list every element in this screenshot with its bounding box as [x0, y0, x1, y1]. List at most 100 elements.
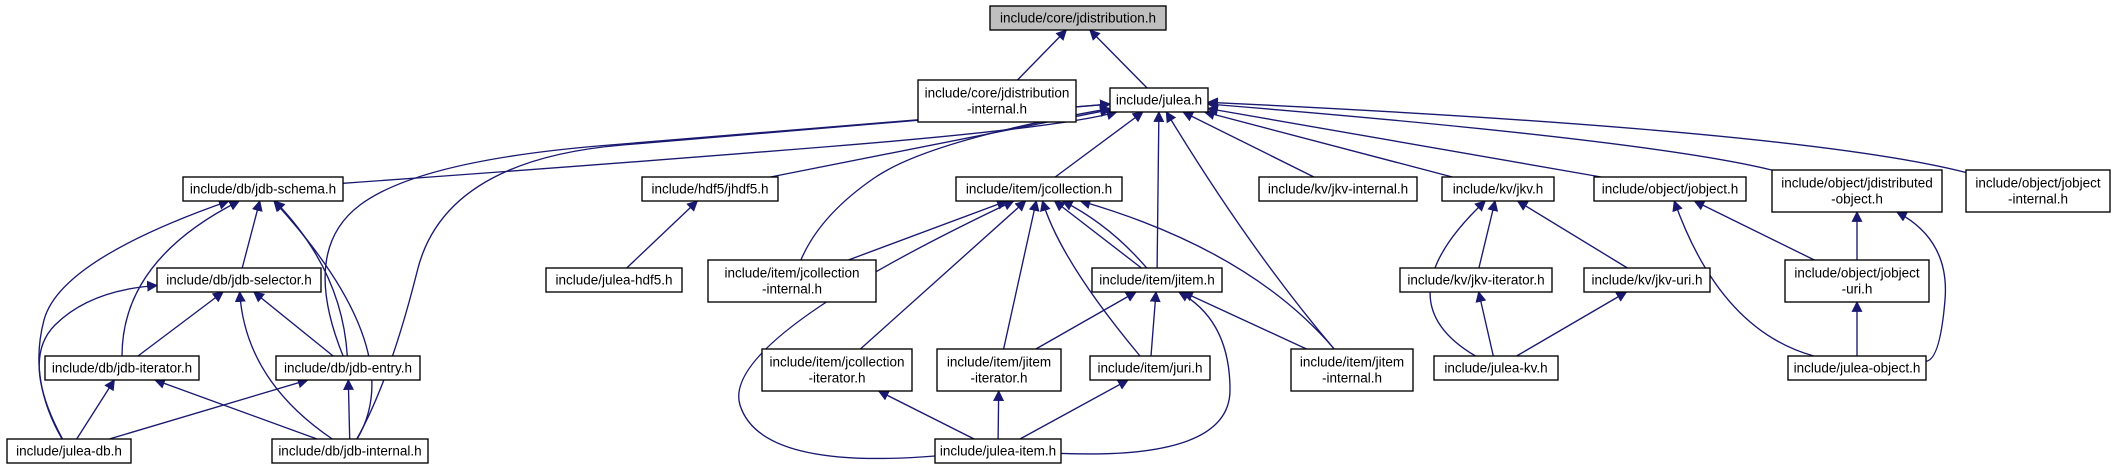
- node-box: [1433, 355, 1559, 381]
- node-jitem-iterator[interactable]: include/item/jitem-iterator.h: [936, 348, 1062, 392]
- node-jdb-selector[interactable]: include/db/jdb-selector.h: [156, 267, 322, 293]
- node-jobject-uri[interactable]: include/object/jobject-uri.h: [1784, 259, 1930, 303]
- node-label: include/object/jdistributed: [1781, 176, 1933, 191]
- node-jkv[interactable]: include/kv/jkv.h: [1441, 176, 1555, 202]
- node-label: -internal.h: [762, 282, 822, 297]
- node-jitem-internal[interactable]: include/item/jitem-internal.h: [1290, 348, 1414, 392]
- edge-julea-item-to-jitem-iterator: [993, 389, 1005, 440]
- node-julea-hdf5[interactable]: include/julea-hdf5.h: [545, 267, 683, 293]
- node-box: [271, 438, 429, 464]
- node-jcollection[interactable]: include/item/jcollection.h: [955, 176, 1123, 202]
- edge-juri-to-jcollection: [1040, 199, 1141, 357]
- node-julea-db[interactable]: include/julea-db.h: [6, 438, 132, 464]
- node-julea-item[interactable]: include/julea-item.h: [934, 438, 1062, 464]
- node-jdistribution-internal[interactable]: include/core/jdistribution-internal.h: [917, 79, 1077, 123]
- node-juri[interactable]: include/item/juri.h: [1089, 355, 1211, 381]
- node-label: -uri.h: [1842, 282, 1873, 297]
- edge-jkv-iterator-to-jkv: [1478, 199, 1499, 269]
- node-label: include/core/jdistribution: [925, 86, 1070, 101]
- node-label: include/item/jcollection: [769, 355, 904, 370]
- edge-jitem-internal-to-jcollection: [1079, 198, 1335, 350]
- node-label: include/item/jitem.h: [1099, 273, 1215, 288]
- node-label: include/kv/jkv-uri.h: [1591, 273, 1702, 288]
- edge-jdb-entry-to-jdb-schema: [273, 200, 348, 357]
- edge-jdb-internal-to-jdb-selector: [234, 290, 333, 440]
- node-label: include/db/jdb-selector.h: [166, 273, 312, 288]
- node-label: include/object/jobject: [1975, 176, 2101, 191]
- node-label: include/julea-item.h: [940, 444, 1056, 459]
- edge-jitem-iterator-to-jitem: [1035, 291, 1137, 350]
- node-jdb-schema[interactable]: include/db/jdb-schema.h: [182, 176, 344, 202]
- node-julea-object[interactable]: include/julea-object.h: [1787, 355, 1927, 381]
- edge-jkv-to-julea: [1203, 109, 1453, 178]
- node-label: -internal.h: [967, 102, 1027, 117]
- edge-jkv-internal-to-julea: [1182, 111, 1315, 178]
- node-label: -internal.h: [2008, 192, 2068, 207]
- node-box: [1109, 87, 1209, 113]
- node-jitem[interactable]: include/item/jitem.h: [1091, 267, 1223, 293]
- node-label: include/julea-kv.h: [1444, 361, 1547, 376]
- edge-jdb-selector-to-jdb-schema: [241, 199, 263, 269]
- node-julea[interactable]: include/julea.h: [1109, 87, 1209, 113]
- node-label: include/item/jitem: [1300, 355, 1404, 370]
- edge-julea-hdf5-to-jhdf5: [626, 200, 699, 269]
- edge-julea-kv-to-jkv-uri: [1516, 291, 1628, 357]
- edge-julea-object-to-jobject: [1672, 199, 1814, 357]
- edge-jdb-iterator-to-jdb-selector: [137, 291, 224, 357]
- edge-jcollection-to-julea: [1054, 111, 1144, 178]
- node-jobject-internal[interactable]: include/object/jobject-internal.h: [1965, 169, 2111, 213]
- node-box: [955, 176, 1123, 202]
- node-jdb-iterator[interactable]: include/db/jdb-iterator.h: [44, 355, 200, 381]
- node-jkv-uri[interactable]: include/kv/jkv-uri.h: [1583, 267, 1711, 293]
- node-jhdf5[interactable]: include/hdf5/jhdf5.h: [641, 176, 779, 202]
- node-box: [936, 348, 1062, 392]
- node-label: include/julea.h: [1116, 93, 1202, 108]
- node-jkv-internal[interactable]: include/kv/jkv-internal.h: [1258, 176, 1418, 202]
- node-label: include/db/jdb-internal.h: [278, 444, 421, 459]
- node-label: -iterator.h: [808, 371, 865, 386]
- node-label: include/kv/jkv.h: [1453, 182, 1544, 197]
- node-label: include/kv/jkv-internal.h: [1268, 182, 1408, 197]
- node-jkv-iterator[interactable]: include/kv/jkv-iterator.h: [1399, 267, 1553, 293]
- header-nodes: include/core/jdistribution.h include/core…: [6, 5, 2111, 464]
- edge-jcollection-internal-to-julea: [800, 104, 1112, 261]
- edge-jdb-schema-to-julea: [342, 109, 1118, 184]
- node-box: [1399, 267, 1553, 293]
- node-label: include/julea-hdf5.h: [555, 273, 672, 288]
- node-box: [1290, 348, 1414, 392]
- node-jobject[interactable]: include/object/jobject.h: [1593, 176, 1747, 202]
- edge-julea-item-to-jcollection-iterator: [877, 390, 975, 440]
- edge-jkv-uri-to-jkv: [1516, 200, 1628, 269]
- edge-julea-item-to-jcollection: [738, 200, 1015, 460]
- edge-jitem-to-jcollection: [1053, 200, 1142, 269]
- node-julea-kv[interactable]: include/julea-kv.h: [1433, 355, 1559, 381]
- edge-julea-db-to-jdb-selector: [38, 280, 159, 440]
- node-jdistributed-object[interactable]: include/object/jdistributed-object.h: [1771, 169, 1943, 213]
- node-box: [1258, 176, 1418, 202]
- edge-jcollection-internal-to-jcollection: [848, 199, 1008, 261]
- node-box: [44, 355, 200, 381]
- node-label: include/item/juri.h: [1097, 361, 1202, 376]
- node-box: [1965, 169, 2111, 213]
- node-label: include/core/jdistribution.h: [1000, 11, 1156, 26]
- node-label: -object.h: [1831, 192, 1883, 207]
- node-jdistribution[interactable]: include/core/jdistribution.h: [989, 5, 1167, 31]
- node-label: include/db/jdb-entry.h: [284, 361, 412, 376]
- edge-julea-db-to-jdb-iterator: [76, 379, 115, 440]
- node-label: include/db/jdb-schema.h: [190, 182, 336, 197]
- edge-jdb-internal-to-jdb-schema: [273, 200, 373, 440]
- node-jcollection-iterator[interactable]: include/item/jcollection-iterator.h: [761, 348, 913, 392]
- node-box: [1593, 176, 1747, 202]
- node-jdb-internal[interactable]: include/db/jdb-internal.h: [271, 438, 429, 464]
- node-label: include/item/jcollection.h: [966, 182, 1112, 197]
- edge-jdb-iterator-to-jdb-schema: [121, 200, 241, 357]
- node-box: [1771, 169, 1943, 213]
- node-label: -internal.h: [1322, 371, 1382, 386]
- node-label: include/hdf5/jhdf5.h: [651, 182, 768, 197]
- node-jdb-entry[interactable]: include/db/jdb-entry.h: [275, 355, 421, 381]
- node-box: [989, 5, 1167, 31]
- edge-jdistributed-object-to-julea: [1206, 99, 1773, 171]
- node-label: include/object/jobject.h: [1602, 182, 1739, 197]
- edge-jitem-iterator-to-jcollection: [1002, 199, 1040, 350]
- node-jcollection-internal[interactable]: include/item/jcollection-internal.h: [707, 259, 877, 303]
